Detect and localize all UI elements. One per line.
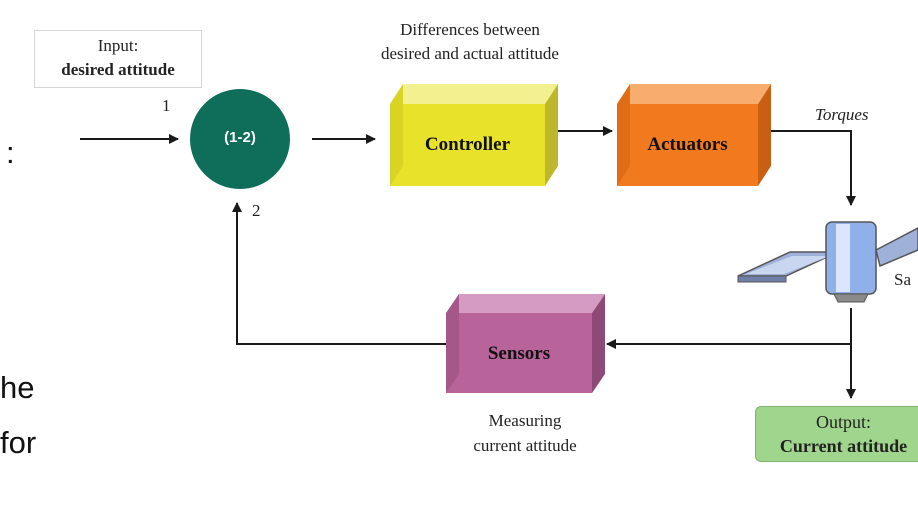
measuring-line-2: current attitude [473,436,577,455]
actuators-block [617,84,771,186]
input-value: desired attitude [61,60,175,79]
side-text-line-2: he [0,370,35,405]
output-value: Current attitude [779,436,908,456]
controller-block [390,84,558,186]
sensors-label: Sensors [487,343,551,364]
satellite-label: Sa [894,270,911,289]
comparator-circle [190,89,290,189]
feedback-number: 2 [252,201,261,220]
comparator-label: (1-2) [224,129,256,146]
measuring-label: Measuring current attitude [440,408,610,458]
input-box: Input: desired attitude [34,30,202,88]
side-text-line-3: for [0,425,37,460]
sensors-block [446,294,605,393]
torques-arrow [771,130,856,206]
differences-label: Differences between desired and actual a… [340,18,600,66]
satellite-icon [737,221,918,303]
differences-line-2: desired and actual attitude [381,44,559,63]
side-text-line-1: : [6,135,15,170]
input-number: 1 [162,96,171,115]
feedback-return-arrow [232,202,446,345]
torques-label: Torques [815,105,869,124]
controller-label: Controller [424,134,511,155]
output-box: Output: Current attitude [755,406,918,462]
actuators-label: Actuators [647,134,728,155]
differences-line-1: Differences between [400,20,540,39]
measuring-line-1: Measuring [488,411,562,430]
output-label: Output: [815,412,871,432]
input-label: Input: [97,36,139,55]
